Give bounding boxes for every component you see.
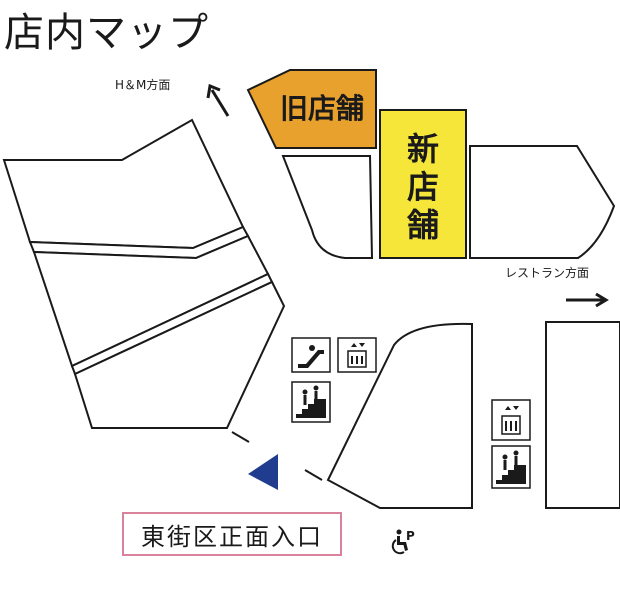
entrance-label: 東街区正面入口: [141, 522, 323, 551]
restaurant-direction-arrow: [566, 292, 609, 308]
parking-mark: P: [406, 529, 415, 543]
block-below-old-store: [281, 155, 374, 259]
right-upper-block: [469, 145, 616, 259]
stairs-icon: [291, 381, 331, 423]
old-store: [246, 69, 377, 149]
hm-direction-arrow: [206, 83, 230, 117]
new-store-label-3: 舗: [406, 206, 439, 244]
east-block-main-entrance: 東街区正面入口: [122, 512, 342, 556]
page-title: 店内マップ: [4, 10, 209, 56]
new-store-label-1: 新: [407, 130, 439, 168]
escalator-icon: [291, 337, 331, 373]
left-block-lower: [73, 280, 286, 429]
elevator-icon: [491, 399, 531, 441]
entrance-marker-triangle: [248, 454, 278, 490]
stairs-icon: [491, 445, 531, 489]
lower-right-block: [545, 321, 620, 509]
left-block-middle: [32, 234, 270, 368]
lower-center-block: [326, 322, 473, 509]
restaurant-direction-label: レストラン方面: [505, 266, 590, 280]
entrance-gap-line-right: [304, 469, 323, 481]
hm-direction-label: H＆M方面: [115, 78, 171, 92]
entrance-gap-line-left: [231, 431, 250, 443]
accessible-parking-icon: P: [391, 529, 415, 555]
new-store-label-2: 店: [407, 168, 439, 206]
new-store: [379, 109, 467, 259]
left-block-upper: [2, 118, 245, 250]
elevator-icon: [337, 337, 377, 373]
old-store-label: 旧店舗: [280, 92, 364, 125]
